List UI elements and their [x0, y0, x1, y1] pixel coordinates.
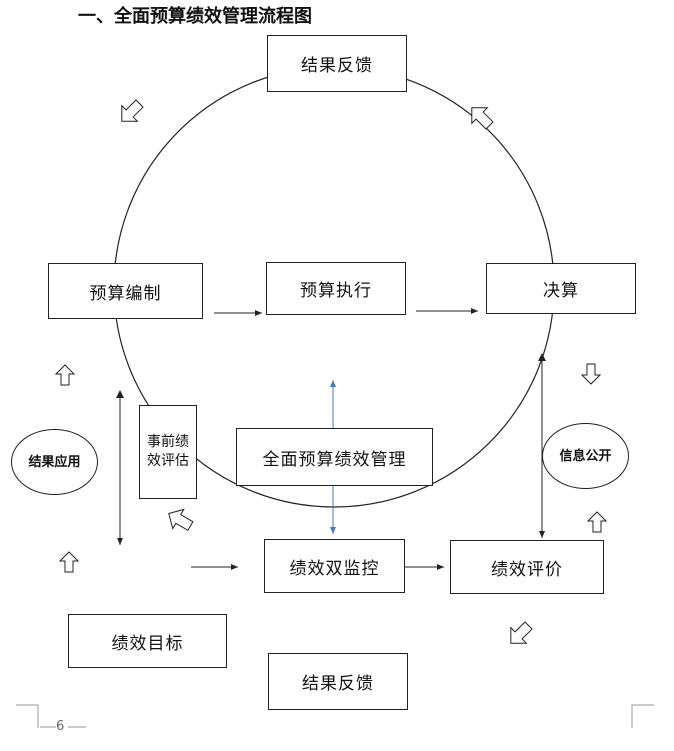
corner-mark-left: [16, 704, 39, 728]
box-feedback-bottom: 结果反馈: [268, 653, 408, 710]
box-budget-exec: 预算执行: [266, 262, 406, 315]
corner-mark-right: [631, 704, 654, 728]
box-pre-evaluation: 事前绩效评估: [139, 405, 197, 499]
block-arrow-right-up: [586, 511, 608, 533]
block-arrow-bottom-right: [510, 621, 533, 644]
box-dual-monitor: 绩效双监控: [264, 539, 405, 593]
box-performance-eval: 绩效评价: [450, 540, 604, 594]
oval-info-public: 信息公开: [542, 423, 629, 489]
box-final-accounts: 决算: [486, 263, 636, 314]
block-arrow-pre-eval: [168, 508, 194, 532]
box-budget-prep: 预算编制: [48, 263, 203, 319]
block-arrow-left-lower-up: [58, 551, 80, 573]
block-arrow-left-up: [54, 364, 76, 386]
block-arrow-top-left: [121, 99, 144, 122]
oval-result-apply: 结果应用: [11, 429, 98, 495]
box-center-management: 全面预算绩效管理: [236, 428, 433, 486]
page-number: 6: [56, 719, 65, 734]
box-feedback-top: 结果反馈: [267, 35, 407, 92]
box-performance-goal: 绩效目标: [68, 614, 227, 668]
page-title: 一、全面预算绩效管理流程图: [78, 6, 312, 27]
block-arrow-right-down: [580, 363, 602, 385]
block-arrow-top-right: [471, 107, 494, 130]
